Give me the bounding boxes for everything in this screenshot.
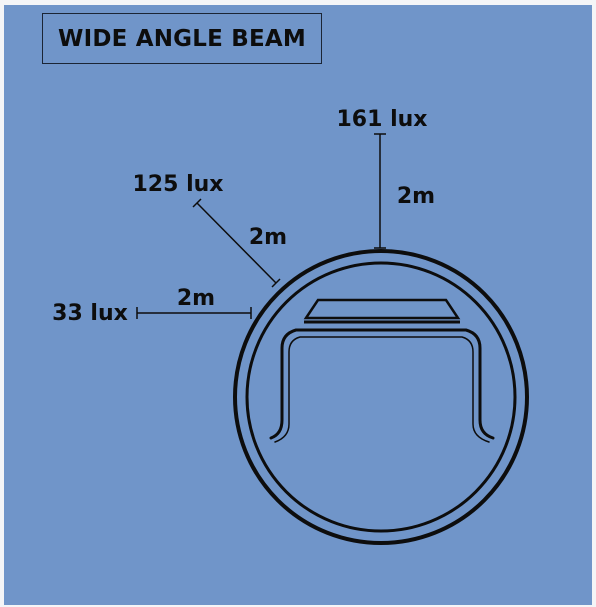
measurement-top <box>374 133 386 249</box>
measurement-side <box>136 307 252 319</box>
measurement-diagonal-line <box>196 202 277 284</box>
luminaire-reflector-inner <box>274 336 490 443</box>
measurement-top-lux: 161 lux <box>337 107 428 132</box>
measurement-diagonal-lux: 125 lux <box>133 172 224 197</box>
title-box: WIDE ANGLE BEAM <box>42 13 322 64</box>
luminaire-lens <box>303 298 461 320</box>
luminaire <box>233 249 529 545</box>
luminaire-reflector <box>269 328 495 440</box>
luminaire-inner-ring <box>245 261 517 533</box>
measurement-side-lux: 33 lux <box>52 301 128 326</box>
measurement-diagonal-distance: 2m <box>249 225 287 250</box>
measurement-side-distance: 2m <box>177 286 215 311</box>
measurement-diagonal-cap-upper <box>192 198 202 208</box>
diagram-title: WIDE ANGLE BEAM <box>58 25 306 52</box>
luminaire-outer-ring <box>233 249 529 545</box>
measurement-top-distance: 2m <box>397 184 435 209</box>
measurement-diagonal <box>192 198 281 288</box>
measurement-diagonal-cap-lower <box>271 278 281 288</box>
